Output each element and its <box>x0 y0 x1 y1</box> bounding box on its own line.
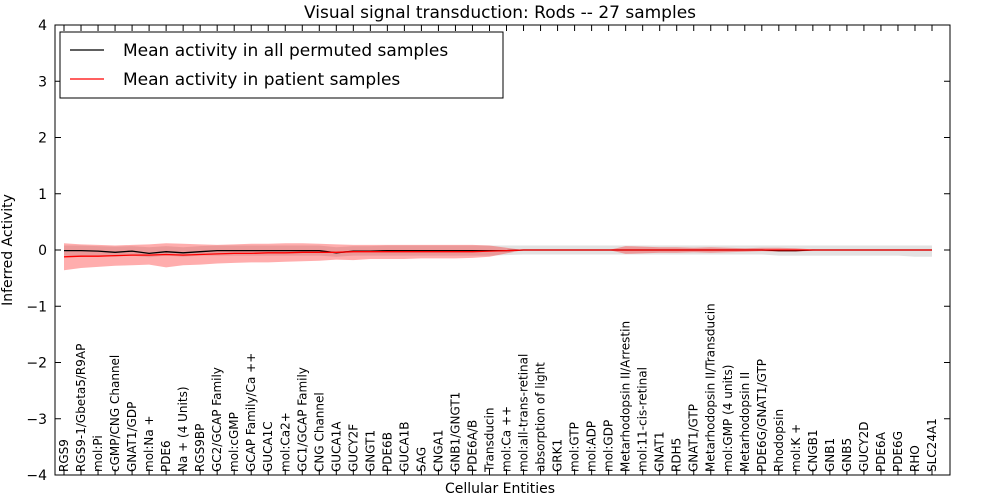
x-tick-label: mol:cGMP <box>227 412 241 472</box>
chart-title: Visual signal transduction: Rods -- 27 s… <box>304 3 696 23</box>
x-tick-label: mol:ADP <box>585 421 599 472</box>
x-tick-label: Metarhodopsin II/Transducin <box>704 303 718 472</box>
x-tick-label: Transducin <box>483 408 497 473</box>
x-tick-label: GNGT1 <box>363 430 377 472</box>
x-tick-label: GNB1 <box>823 438 837 472</box>
x-tick-label: GUCA1C <box>261 421 275 472</box>
y-tick-label: 1 <box>38 187 47 203</box>
x-tick-label: cGMP/CNG Channel <box>108 355 122 472</box>
x-tick-label: mol:Na + <box>142 415 156 472</box>
x-tick-label: mol:GTP <box>568 422 582 472</box>
x-tick-label: mol:K + <box>789 424 803 472</box>
x-tick-label: GCAP Family/Ca ++ <box>244 353 258 472</box>
x-tick-label: GC1/GCAP Family <box>295 367 309 472</box>
x-tick-label: GUCA1A <box>329 421 343 472</box>
x-tick-label: CNGA1 <box>431 430 445 473</box>
y-tick-label: 3 <box>38 74 47 90</box>
series-lines <box>63 249 932 258</box>
x-tick-label: GNAT1/GDP <box>125 402 139 472</box>
x-tick-label: PDE6G/GNAT1/GTP <box>755 359 769 472</box>
x-tick-label: Rhodopsin <box>772 409 786 472</box>
y-tick-label: 4 <box>38 18 47 34</box>
x-tick-label: GNB1/GNGT1 <box>449 392 463 472</box>
y-tick-label: 2 <box>38 131 47 147</box>
x-tick-label: GUCY2F <box>346 424 360 472</box>
x-tick-label: mol:GDP <box>602 420 616 472</box>
legend-label-permuted: Mean activity in all permuted samples <box>123 41 448 61</box>
legend-box <box>59 31 504 99</box>
y-axis-label: Inferred Activity <box>0 194 16 306</box>
y-tick-label: 0 <box>38 243 47 259</box>
x-tick-label: PDE6A/B <box>466 420 480 472</box>
y-tick-label: −4 <box>26 468 47 484</box>
x-tick-label: RGS9 <box>57 439 71 472</box>
y-tick-label: −3 <box>26 412 47 428</box>
x-tick-label: GNAT1 <box>653 431 667 472</box>
x-tick-label: mol:Ca ++ <box>500 406 514 472</box>
x-tick-label: mol:GMP (4 units) <box>721 365 735 472</box>
x-tick-label: mol:11-cis-retinal <box>636 367 650 472</box>
x-tick-label: mol:Pi <box>91 435 105 472</box>
x-tick-label: GNAT1/GTP <box>687 404 701 472</box>
y-axis: −4 −3 −2 −1 0 1 2 3 4 <box>26 18 950 484</box>
x-tick-label: Na + (4 Units) <box>176 386 190 472</box>
x-tick-label: CNGB1 <box>806 429 820 472</box>
line-patient <box>63 249 932 258</box>
x-axis-label: Cellular Entities <box>445 481 555 497</box>
x-tick-label: PDE6G <box>891 431 905 472</box>
y-tick-label: −2 <box>26 356 47 372</box>
legend-label-patient: Mean activity in patient samples <box>123 70 400 90</box>
x-tick-label: RDH5 <box>670 438 684 472</box>
x-tick-label: GNB5 <box>840 438 854 472</box>
x-tick-label: CNG Channel <box>312 392 326 472</box>
confidence-bands <box>64 243 932 271</box>
x-tick-label: PDE6 <box>159 440 173 472</box>
legend: Mean activity in all permuted samples Me… <box>59 31 504 99</box>
x-tick-label: Metarhodopsin II/Arrestin <box>619 321 633 472</box>
x-tick-label: RGS9-1/Gbeta5/R9AP <box>74 344 88 472</box>
x-tick-label: Metarhodopsin II <box>738 372 752 472</box>
x-tick-label: GRK1 <box>551 439 565 472</box>
x-tick-label: GUCA1B <box>397 421 411 472</box>
x-tick-label: mol:all-trans-retinal <box>517 354 531 472</box>
x-tick-label: PDE6A <box>874 431 888 472</box>
x-tick-label: RHO <box>908 445 922 472</box>
x-tick-label: GC2/GCAP Family <box>210 367 224 472</box>
x-tick-label: PDE6B <box>380 432 394 472</box>
x-tick-label: GUCY2D <box>857 422 871 472</box>
y-tick-label: −1 <box>26 299 47 315</box>
x-tick-label: mol:Ca2+ <box>278 412 292 472</box>
x-tick-label: absorption of light <box>534 362 548 472</box>
x-tick-label: SAG <box>414 447 428 472</box>
x-tick-label: RGS9BP <box>193 424 207 472</box>
x-tick-label: SLC24A1 <box>925 418 939 472</box>
